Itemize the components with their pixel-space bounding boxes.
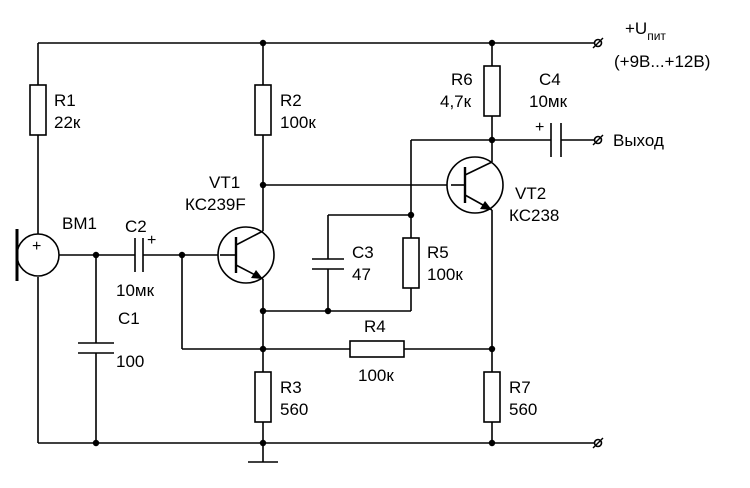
vt2-type: КС238: [509, 206, 559, 225]
r5-value: 100к: [427, 265, 463, 284]
transistor-vt2: [446, 156, 504, 214]
supply-range: (+9В...+12В): [614, 52, 710, 71]
bm1-plus-sign: +: [32, 238, 41, 255]
junction-dots: [92, 39, 496, 447]
r2-ref: R2: [280, 91, 302, 110]
c2-value: 10мк: [116, 281, 155, 300]
r1-ref: R1: [54, 91, 76, 110]
output-terminal: [592, 134, 604, 146]
resistor-r2: [254, 84, 272, 136]
capacitor-c4: [550, 123, 562, 157]
r5-ref: R5: [427, 243, 449, 262]
r1-value: 22к: [54, 113, 81, 132]
r2-value: 100к: [280, 113, 316, 132]
supply-label: +Uпит: [625, 19, 666, 43]
resistor-r5: [402, 237, 420, 289]
capacitor-c3: [312, 258, 344, 270]
transistor-vt1: [217, 226, 275, 284]
c3-value: 47: [352, 265, 371, 284]
c4-ref: C4: [539, 70, 561, 89]
resistor-r4: [349, 340, 405, 358]
c4-plus-sign: +: [535, 119, 544, 136]
vt2-ref: VT2: [515, 184, 546, 203]
r7-ref: R7: [509, 378, 531, 397]
ground-terminal: [592, 437, 604, 449]
capacitor-c2: [134, 238, 144, 272]
microphone-bm1: [15, 229, 60, 281]
r4-value: 100к: [358, 366, 394, 385]
r6-value: 4,7к: [440, 92, 472, 111]
output-label: Выход: [613, 131, 664, 150]
r3-ref: R3: [280, 378, 302, 397]
capacitor-c1: [78, 342, 114, 354]
vt1-ref: VT1: [209, 173, 240, 192]
resistor-r7: [483, 371, 501, 423]
c1-value: 100: [116, 352, 144, 371]
c2-plus-sign: +: [147, 232, 156, 249]
resistor-r3: [254, 371, 272, 423]
c1-ref: C1: [118, 309, 140, 328]
r3-value: 560: [280, 400, 308, 419]
supply-terminal: [592, 37, 604, 49]
vt1-type: КС239F: [185, 195, 246, 214]
c3-ref: C3: [352, 243, 374, 262]
r7-value: 560: [509, 400, 537, 419]
c4-value: 10мк: [529, 92, 568, 111]
c2-ref: C2: [125, 217, 147, 236]
bm1-ref: BM1: [62, 214, 97, 233]
r6-ref: R6: [451, 70, 473, 89]
resistor-r1: [29, 84, 47, 136]
r4-ref: R4: [364, 317, 386, 336]
resistor-r6: [483, 65, 501, 117]
